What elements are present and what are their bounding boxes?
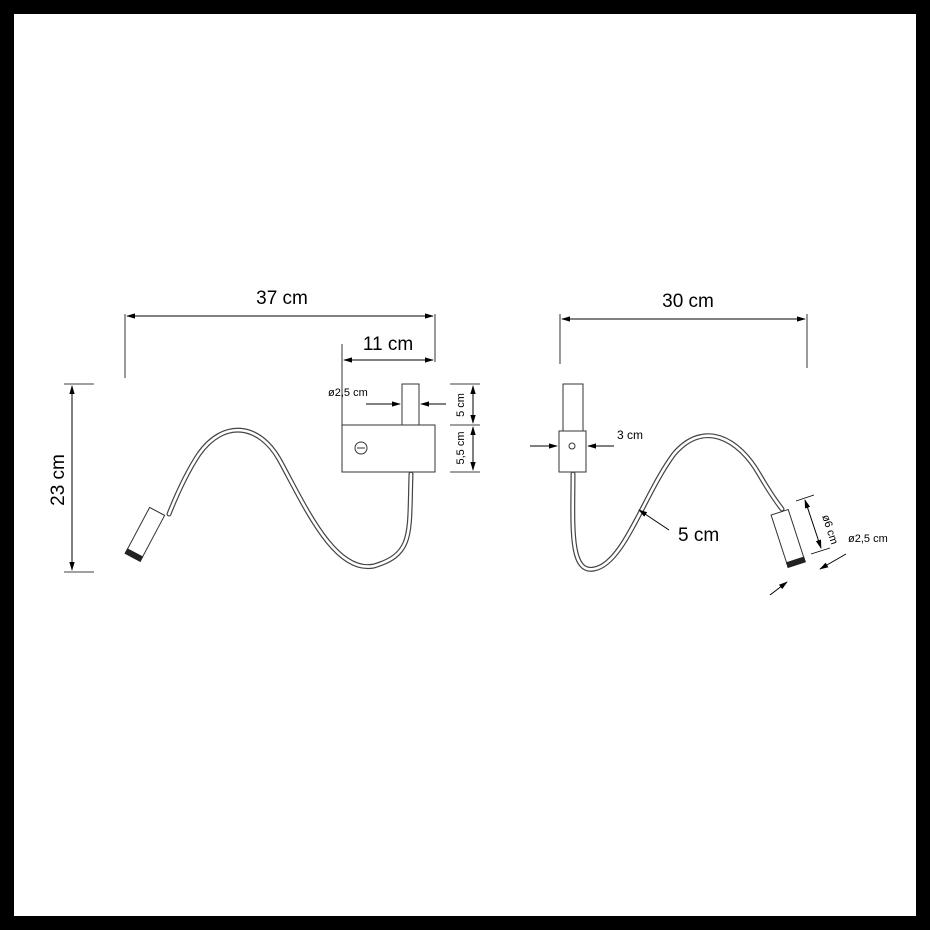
right-lamp-head: [770, 508, 806, 569]
arm-thickness-label: 5 cm: [678, 525, 719, 546]
base-depth-label: 3 cm: [617, 428, 643, 442]
head-dia-arrow-a: [769, 581, 788, 596]
technical-drawing: 37 cm 11 cm 23 cm ø2,5 cm 5 cm 5,5 cm: [48, 288, 888, 596]
height-23-label: 23 cm: [48, 454, 69, 506]
base-width-label: 11 cm: [363, 334, 413, 355]
width-37-label: 37 cm: [256, 288, 308, 309]
right-view: 30 cm 3 cm 5 cm ø6 cm ø2,5 cm: [530, 291, 888, 596]
right-base-box: [558, 430, 587, 473]
right-flexible-arm: [570, 433, 785, 572]
left-tube: [401, 383, 420, 427]
tube-diameter-label: ø2,5 cm: [328, 387, 368, 399]
drawing-sheet: 37 cm 11 cm 23 cm ø2,5 cm 5 cm 5,5 cm: [14, 14, 916, 916]
arm-thickness-arrow: [638, 509, 670, 531]
left-lamp-head: [124, 506, 166, 562]
left-view: 37 cm 11 cm 23 cm ø2,5 cm 5 cm 5,5 cm: [48, 288, 480, 573]
head-length-label: ø6 cm: [819, 513, 840, 546]
width-30-label: 30 cm: [662, 291, 714, 312]
right-switch: [568, 442, 576, 450]
head-dia-arrow-b: [819, 553, 847, 570]
head-diameter-label: ø2,5 cm: [848, 533, 888, 545]
base-height-label: 5,5 cm: [455, 431, 467, 464]
head-length-dim-line: [804, 499, 822, 549]
tube-height-label: 5 cm: [455, 393, 467, 417]
